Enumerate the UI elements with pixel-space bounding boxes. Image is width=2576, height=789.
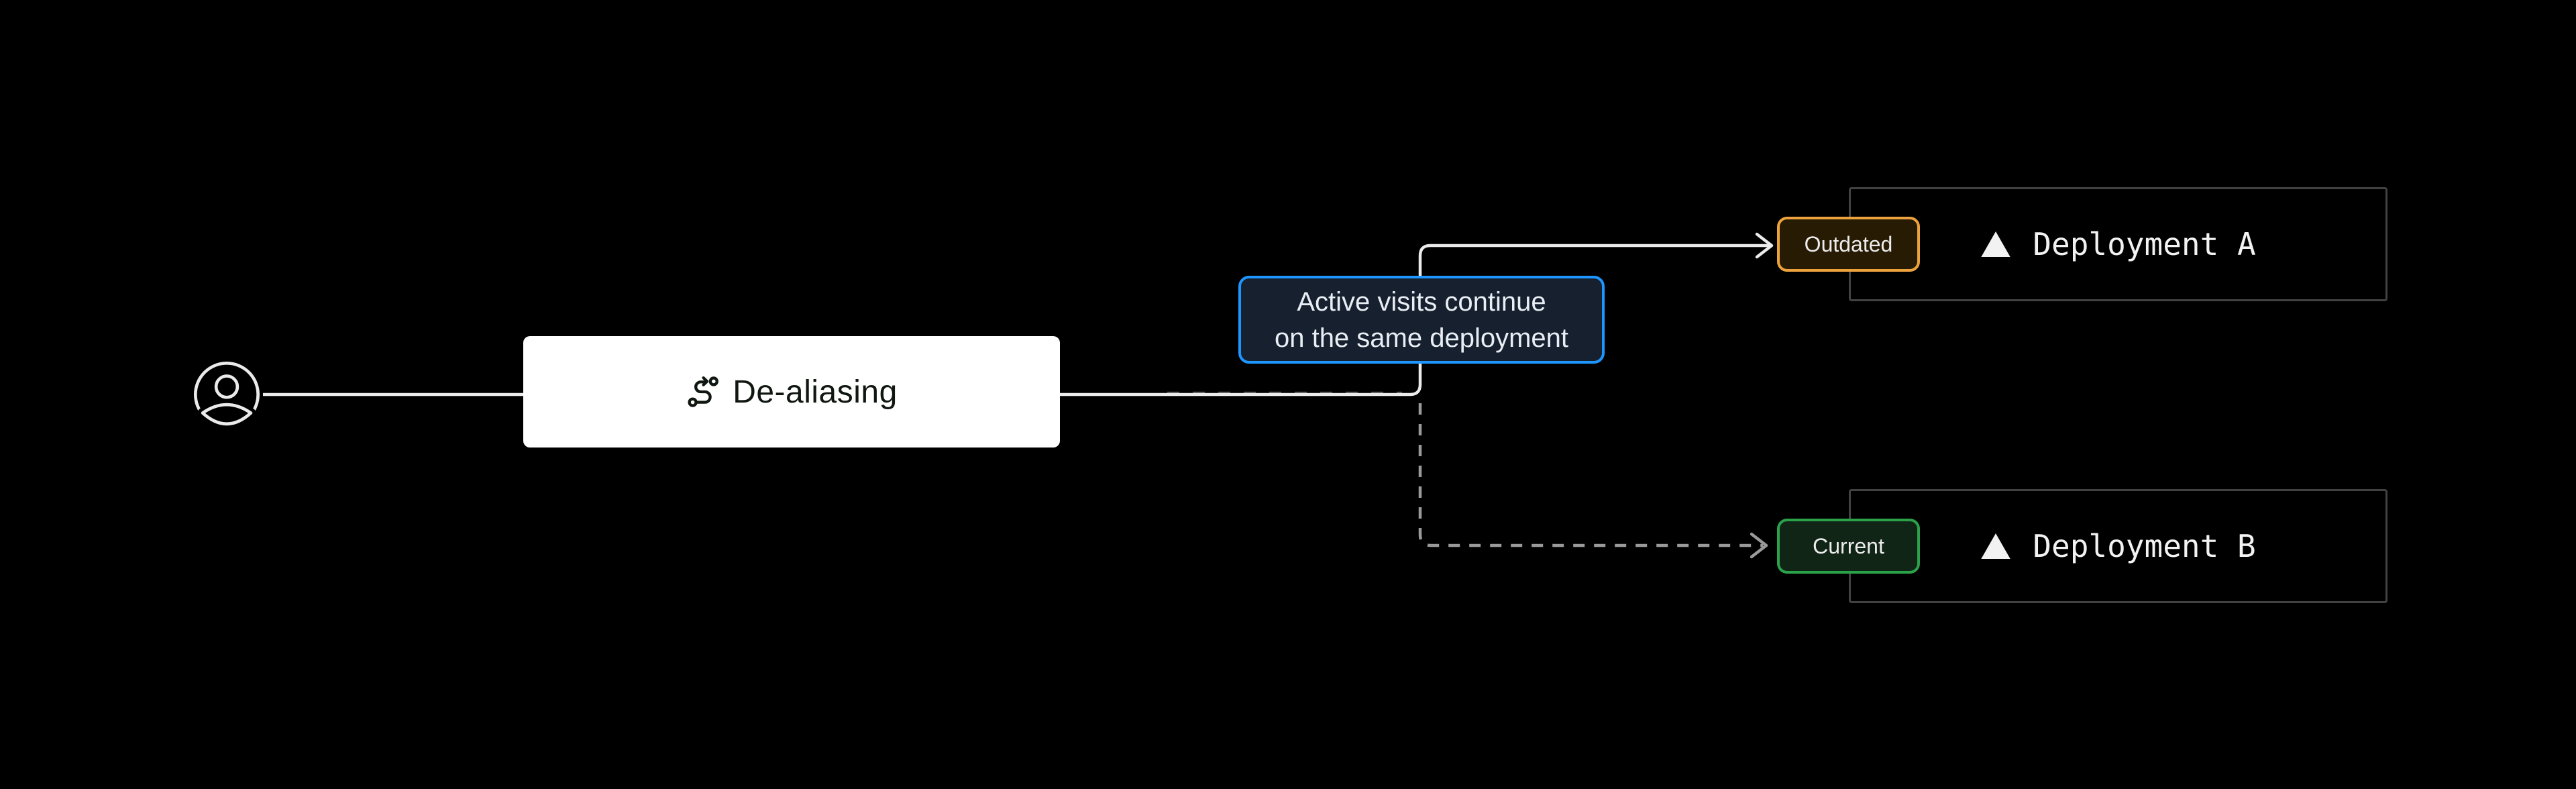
- user-circle-icon: [194, 362, 260, 429]
- vercel-triangle-icon: [1981, 533, 2011, 560]
- current-badge: Current: [1777, 519, 1920, 574]
- deployment-b-box: Deployment B: [1849, 489, 2387, 603]
- tooltip-line-2: on the same deployment: [1274, 323, 1569, 353]
- edge-node-to-current: [1418, 403, 1763, 547]
- route-icon: [688, 376, 719, 407]
- deployment-b-name: Deployment B: [2033, 528, 2256, 564]
- active-visits-tooltip: Active visits continue on the same deplo…: [1238, 276, 1605, 364]
- vercel-triangle-icon: [1981, 231, 2011, 258]
- outdated-badge-label: Outdated: [1804, 231, 1893, 256]
- arrowhead-dashed: [1750, 532, 1768, 559]
- tooltip-line-1: Active visits continue: [1297, 286, 1546, 317]
- dealiasing-label: De-aliasing: [733, 374, 898, 410]
- arrowhead-solid: [1755, 232, 1774, 259]
- outdated-badge: Outdated: [1777, 217, 1920, 272]
- deployment-a-box: Deployment A: [1849, 187, 2387, 301]
- current-badge-label: Current: [1813, 533, 1884, 558]
- dealiasing-node: De-aliasing: [523, 336, 1060, 448]
- deployment-a-name: Deployment A: [2033, 226, 2256, 262]
